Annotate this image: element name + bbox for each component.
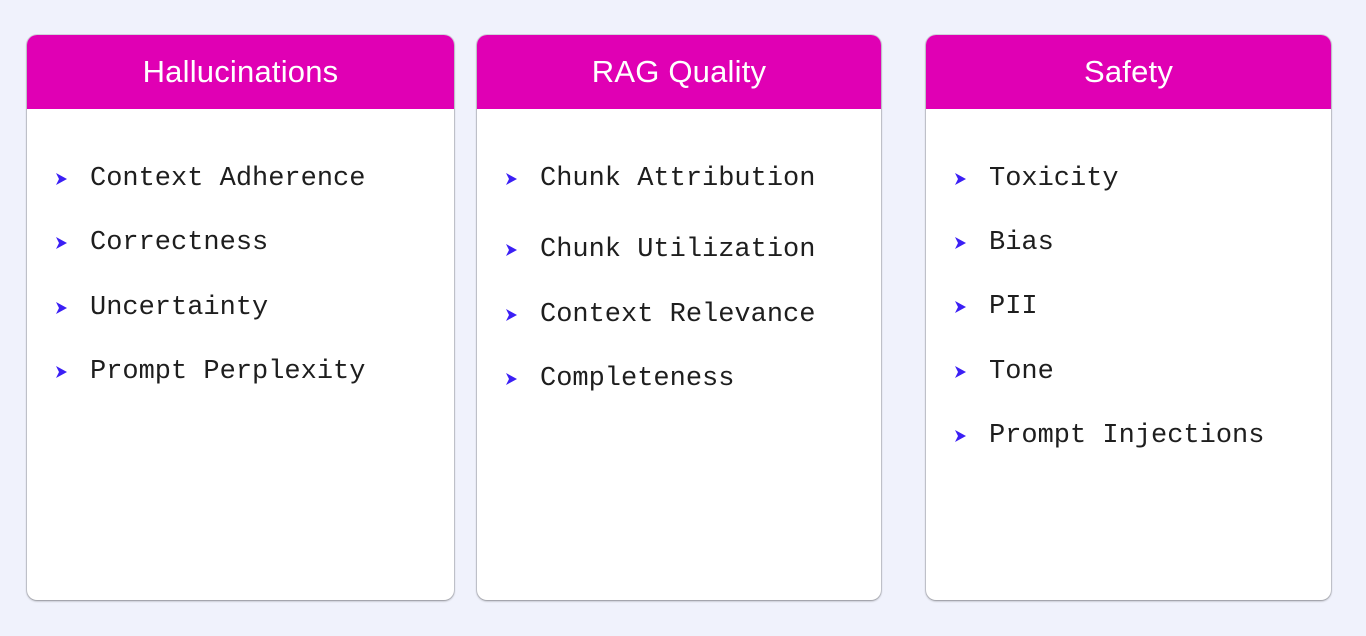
item-label: Chunk Attribution	[540, 164, 816, 194]
chevron-right-icon	[954, 430, 966, 442]
item-label: PII	[989, 292, 1038, 322]
list-item: Context Relevance	[477, 298, 881, 332]
card-hallucinations: Hallucinations Context Adherence Correct…	[27, 35, 454, 600]
chevron-right-icon	[55, 173, 67, 185]
chevron-right-icon	[954, 173, 966, 185]
item-label: Bias	[989, 228, 1054, 258]
chevron-right-icon	[505, 244, 517, 256]
chevron-right-icon	[505, 173, 517, 185]
item-label: Correctness	[90, 228, 269, 258]
item-label: Tone	[989, 357, 1054, 387]
item-label: Toxicity	[989, 164, 1119, 194]
list-item: Prompt Perplexity	[27, 355, 454, 389]
chevron-right-icon	[954, 237, 966, 249]
item-label: Prompt Injections	[989, 421, 1265, 451]
list-item: Completeness	[477, 362, 881, 396]
list-item: Tone	[926, 355, 1331, 389]
item-label: Context Adherence	[90, 164, 366, 194]
list-item: PII	[926, 290, 1331, 324]
list-item: Chunk Utilization	[477, 233, 881, 267]
card-title: Safety	[926, 35, 1331, 109]
list-item: Correctness	[27, 226, 454, 260]
chevron-right-icon	[954, 366, 966, 378]
chevron-right-icon	[55, 237, 67, 249]
chevron-right-icon	[505, 309, 517, 321]
item-label: Uncertainty	[90, 293, 269, 323]
item-label: Chunk Utilization	[540, 235, 816, 265]
list-item: Chunk Attribution	[477, 162, 881, 196]
list-item: Bias	[926, 226, 1331, 260]
item-label: Prompt Perplexity	[90, 357, 366, 387]
list-item: Uncertainty	[27, 291, 454, 325]
card-title: RAG Quality	[477, 35, 881, 109]
chevron-right-icon	[954, 301, 966, 313]
list-item: Prompt Injections	[926, 419, 1331, 453]
chevron-right-icon	[55, 366, 67, 378]
card-rag-quality: RAG Quality Chunk Attribution Chunk Util…	[477, 35, 881, 600]
list-item: Toxicity	[926, 162, 1331, 196]
card-safety: Safety Toxicity Bias PII Tone Prompt Inj…	[926, 35, 1331, 600]
item-label: Completeness	[540, 364, 735, 394]
chevron-right-icon	[55, 302, 67, 314]
list-item: Context Adherence	[27, 162, 454, 196]
item-label: Context Relevance	[540, 300, 816, 330]
chevron-right-icon	[505, 373, 517, 385]
card-title: Hallucinations	[27, 35, 454, 109]
